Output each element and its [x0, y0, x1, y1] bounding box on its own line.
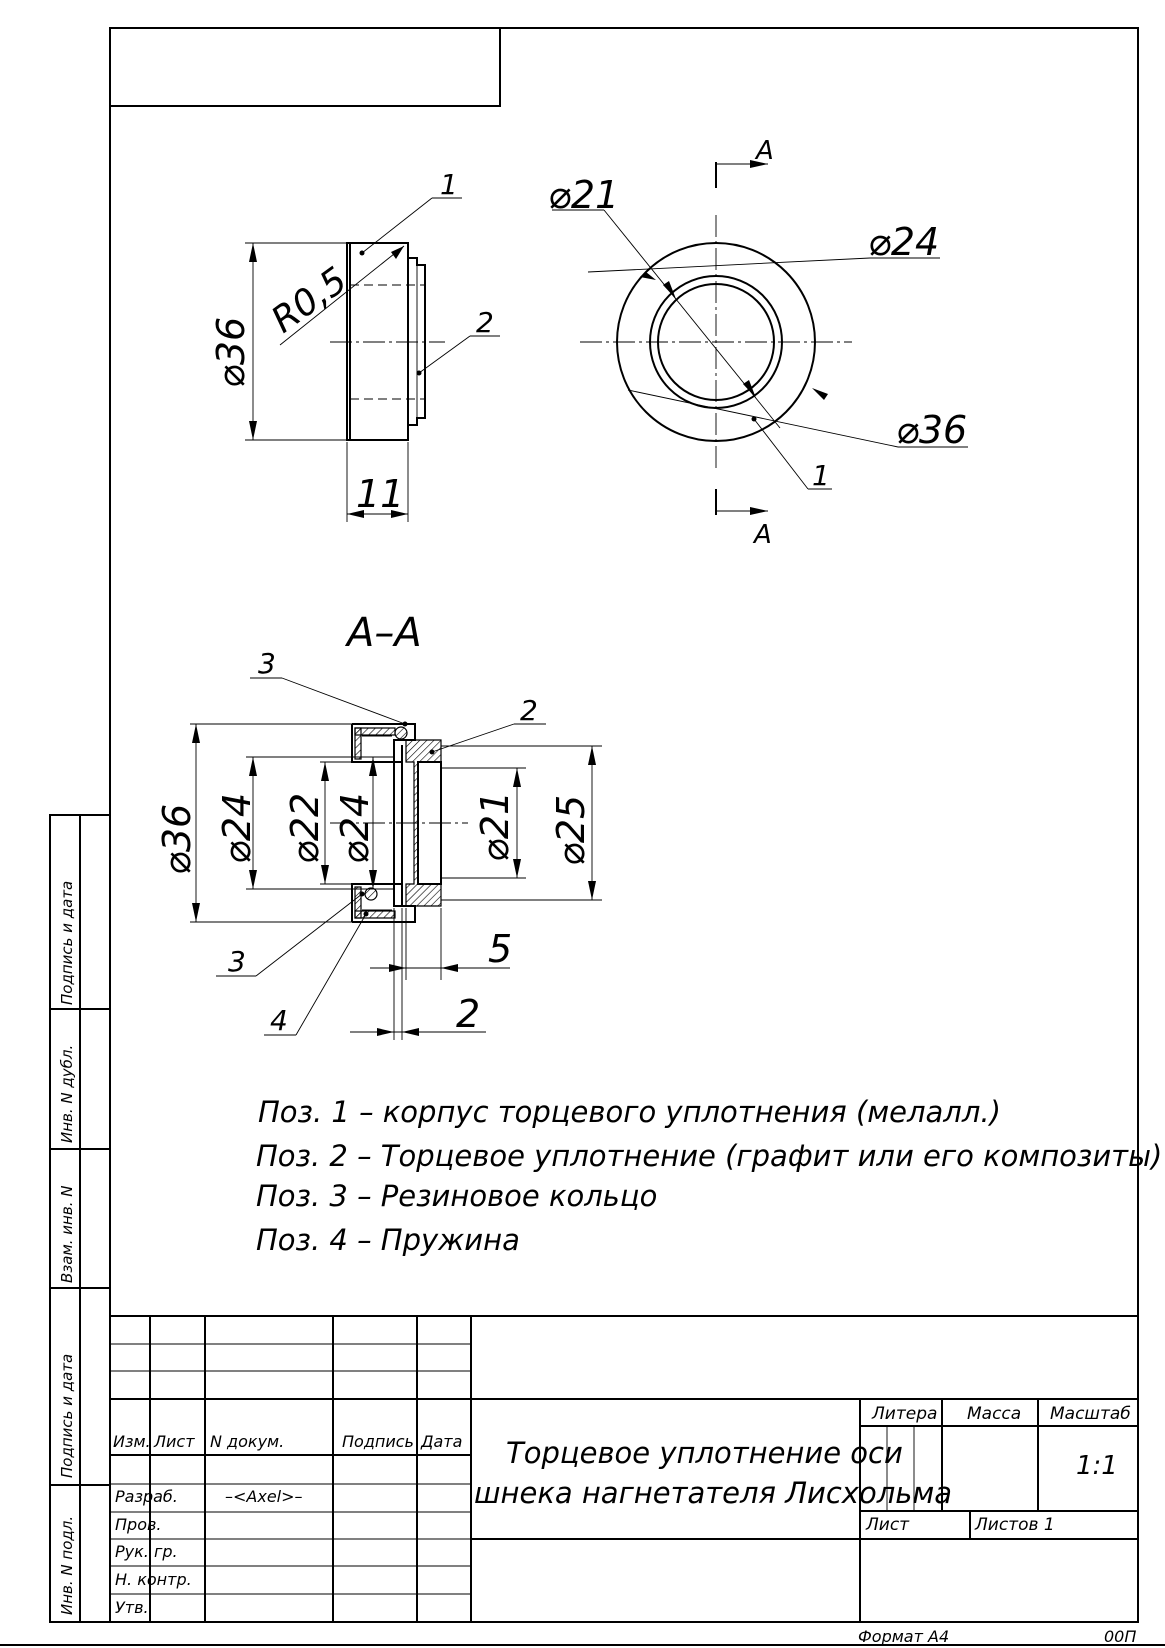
section-mark-bottom: A [752, 520, 772, 550]
front-dim-d21: ⌀21 [548, 173, 619, 217]
row-razrab: Разраб. [115, 1487, 178, 1506]
section-callout-4: 4 [270, 1004, 288, 1037]
side-dim-11: 11 [356, 472, 404, 516]
front-view: A A ⌀21 ⌀24 ⌀36 1 [548, 136, 968, 550]
lbl-list: Лист [865, 1515, 910, 1535]
drawing-title-line2: шнека нагнетателя Лисхольма [474, 1476, 952, 1510]
note-pos-4: Поз. 4 – Пружина [256, 1223, 520, 1257]
col-list: Лист [153, 1432, 195, 1451]
side-stamp-inv-dubl: Инв. N дубл. [58, 1045, 76, 1143]
col-izm: Изм. [113, 1432, 151, 1451]
side-view: ⌀36 R0,5 11 1 2 [209, 168, 500, 522]
section-callout-3-top: 3 [258, 647, 276, 680]
side-stamp-sign-date-1: Подпись и дата [58, 881, 76, 1005]
footer-format: Формат А4 [858, 1627, 949, 1646]
section-dim-5: 5 [488, 927, 512, 971]
section-mark-top: A [754, 136, 774, 166]
row-utv: Утв. [115, 1598, 149, 1617]
front-dim-d36: ⌀36 [896, 408, 967, 452]
row-nkontr: Н. контр. [115, 1570, 192, 1589]
side-stamp-sign-date-2: Подпись и дата [58, 1354, 76, 1478]
drawing-title-line1: Торцевое уплотнение оси [506, 1436, 903, 1470]
scale-value: 1:1 [1076, 1451, 1118, 1481]
section-dim-d21: ⌀21 [473, 791, 517, 862]
col-podpis: Подпись [342, 1432, 414, 1451]
lbl-listov: Листов 1 [974, 1515, 1055, 1535]
col-data: Дата [420, 1432, 462, 1451]
section-dim-d22: ⌀22 [283, 793, 327, 864]
section-dim-d24-outer: ⌀24 [215, 793, 259, 864]
title-block: Изм. Лист N докум. Подпись Дата Разраб. … [110, 1315, 1138, 1622]
note-pos-2: Поз. 2 – Торцевое уплотнение (графит или… [256, 1139, 1162, 1173]
section-view: A–A ⌀36 ⌀2 [155, 610, 602, 1040]
side-callout-2: 2 [476, 306, 494, 339]
side-callout-1: 1 [440, 168, 458, 201]
hdr-massa: Масса [967, 1404, 1021, 1424]
side-stamp: Подпись и дата Инв. N дубл. Взам. инв. N… [49, 814, 111, 1623]
col-dokum: N докум. [210, 1432, 284, 1451]
section-dim-d36: ⌀36 [155, 804, 199, 875]
section-callout-2: 2 [520, 694, 538, 727]
section-dim-d24-inner: ⌀24 [333, 793, 377, 864]
sheet-footer: Формат А4 00П [858, 1627, 1136, 1646]
hdr-litera: Литера [871, 1404, 937, 1424]
row-ruk: Рук. гр. [115, 1542, 178, 1561]
footer-code: 00П [1104, 1627, 1136, 1646]
section-title: A–A [344, 610, 422, 656]
side-stamp-vzam-inv: Взам. инв. N [58, 1186, 76, 1283]
side-stamp-inv-podl: Инв. N подл. [58, 1516, 76, 1615]
section-dim-d25: ⌀25 [549, 795, 593, 866]
note-pos-1: Поз. 1 – корпус торцевого уплотнения (ме… [258, 1095, 1001, 1129]
row-prov: Пров. [115, 1515, 162, 1534]
section-dim-2: 2 [456, 992, 480, 1036]
front-callout-1: 1 [812, 459, 830, 492]
hdr-masshtab: Масштаб [1050, 1404, 1131, 1424]
side-dim-d36: ⌀36 [209, 317, 253, 388]
front-dim-d24: ⌀24 [868, 220, 939, 264]
side-dim-r05: R0,5 [264, 260, 355, 342]
section-callout-3-bottom: 3 [228, 945, 246, 978]
note-pos-3: Поз. 3 – Резиновое кольцо [256, 1179, 657, 1213]
rotated-stamp-box [109, 27, 501, 107]
razrab-name: –<Axel>– [225, 1487, 303, 1506]
position-notes: Поз. 1 – корпус торцевого уплотнения (ме… [256, 1095, 1162, 1257]
